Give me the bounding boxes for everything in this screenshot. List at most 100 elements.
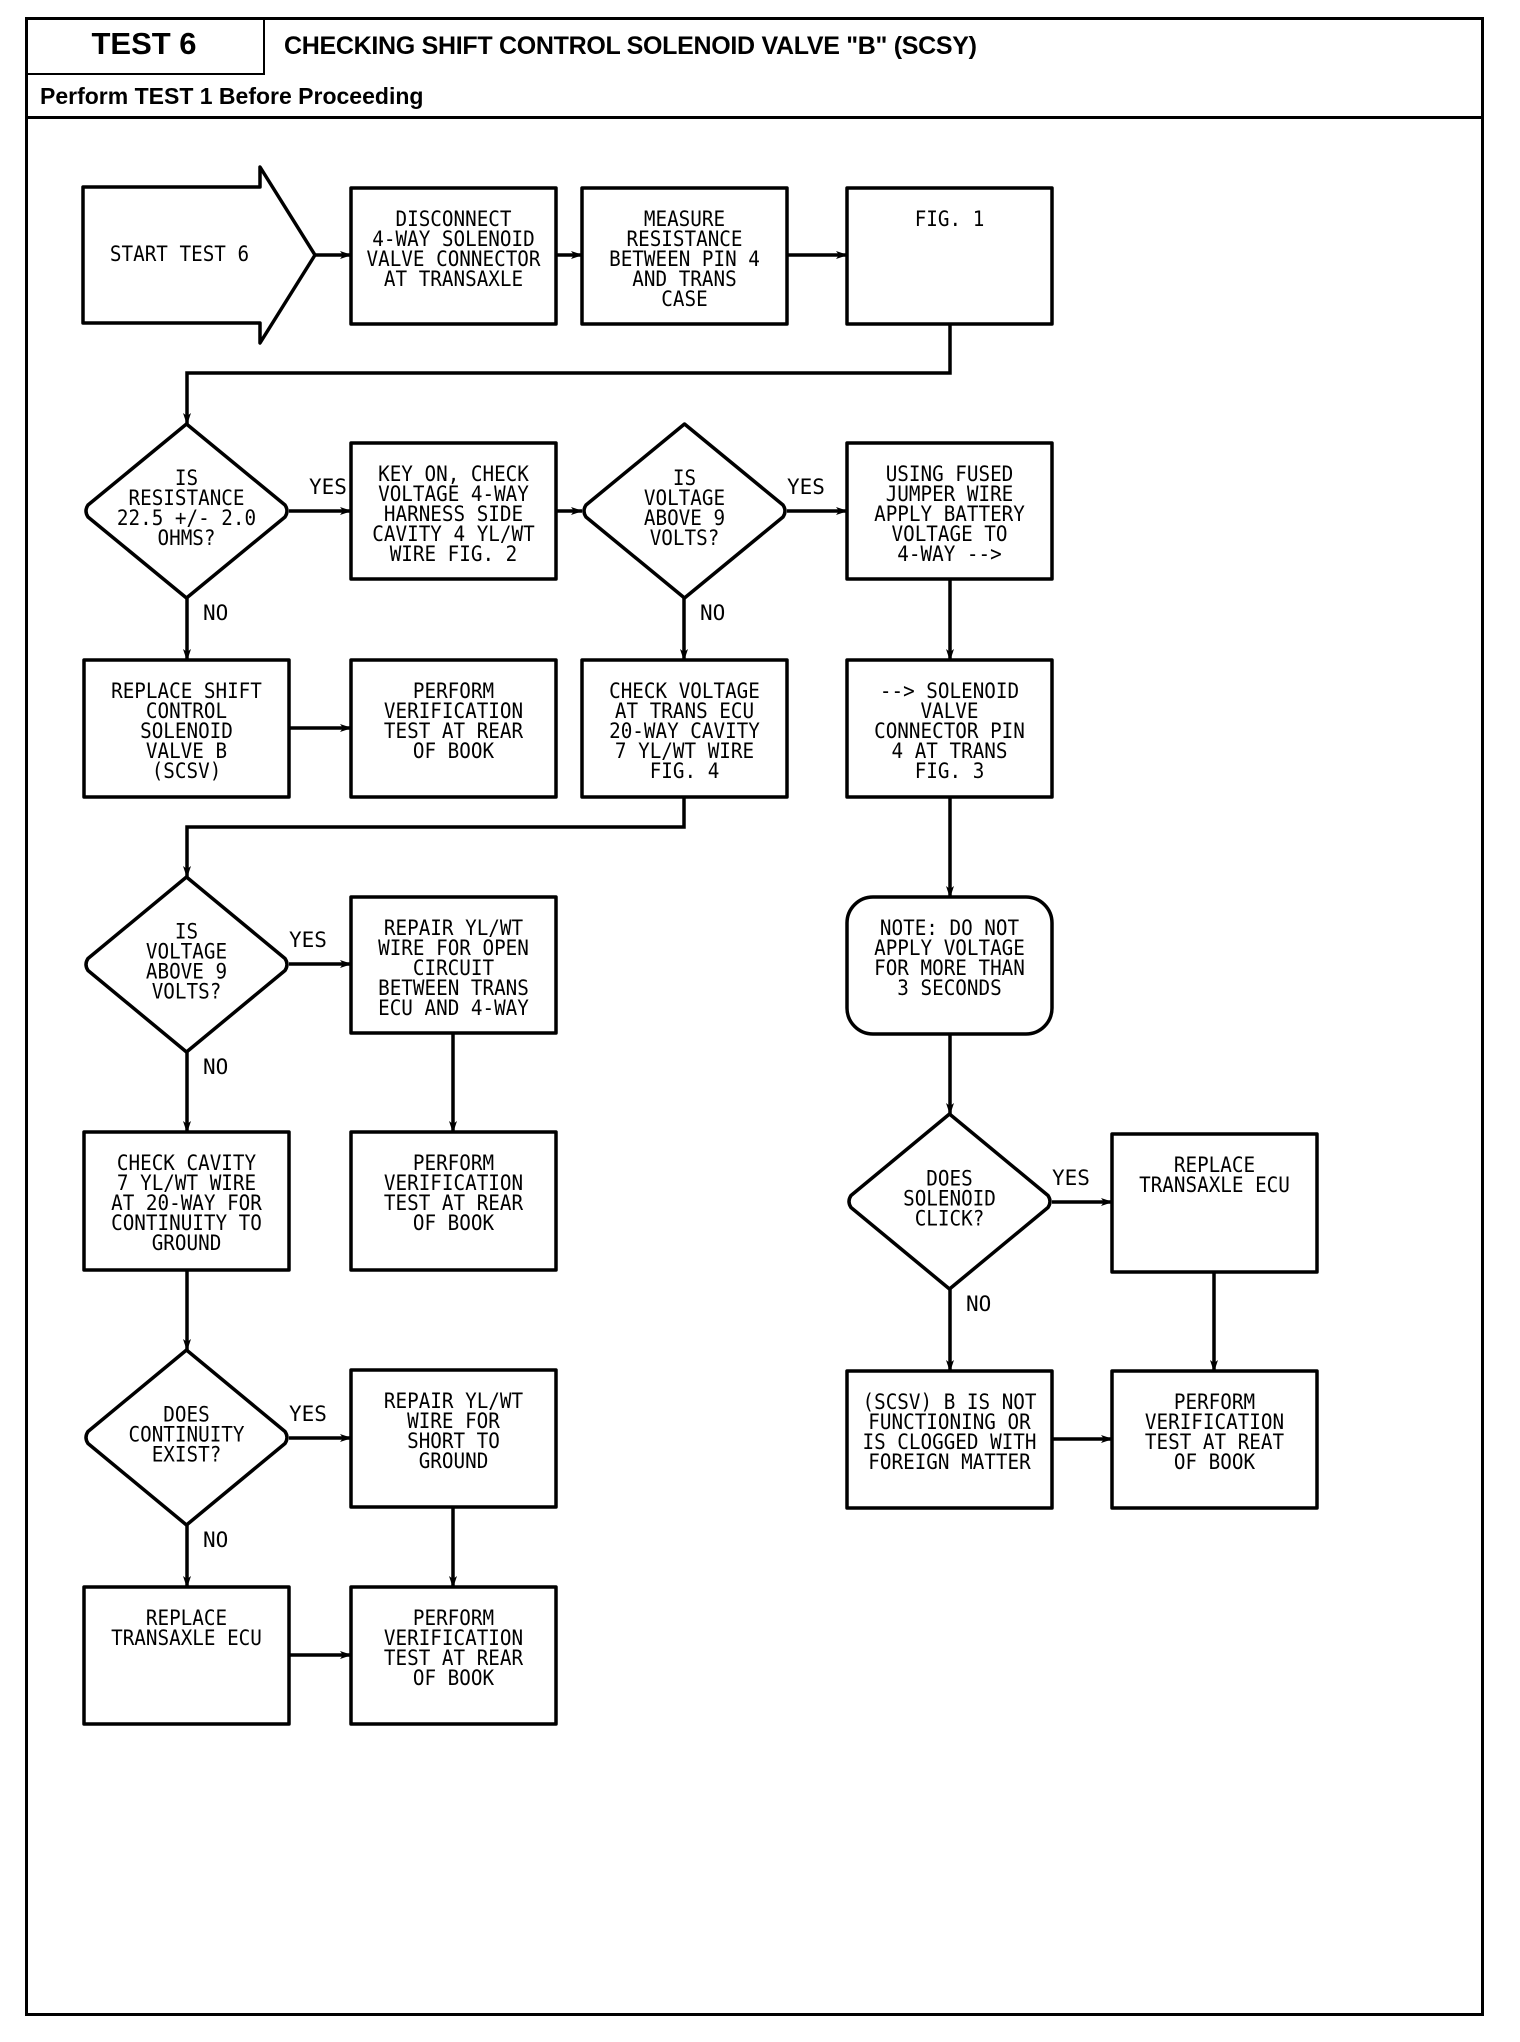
process-box [1110, 1369, 1319, 1510]
node-text-line: IS [175, 466, 198, 490]
process-box [349, 186, 558, 326]
connector-arrow [183, 797, 686, 878]
node-text-line: WIRE FOR OPEN [378, 936, 529, 960]
node-start: START TEST 6 [81, 165, 317, 345]
node-text-line: EXIST? [152, 1443, 222, 1467]
node-text-line: IS [175, 920, 198, 944]
process-box [82, 1585, 291, 1726]
node-text-line: VOLTAGE 4-WAY [378, 482, 529, 506]
node-text-line: SHORT TO [407, 1429, 500, 1453]
node-text-line: 4-WAY SOLENOID [372, 227, 534, 251]
node-text-line: DISCONNECT [396, 207, 512, 231]
process-box [349, 1130, 558, 1272]
node-fig1: FIG. 1 [845, 186, 1054, 326]
no-branch-label: NO [700, 601, 725, 625]
node-text-line: 7 YL/WT WIRE [615, 739, 754, 763]
node-text-line: TEST AT REAR [384, 719, 524, 743]
node-text-line: TEST AT REAR [384, 1646, 524, 1670]
no-branch-label: NO [203, 1528, 228, 1552]
node-text-line: WIRE FIG. 2 [390, 542, 518, 566]
node-text-line: PERFORM [413, 1606, 494, 1630]
decision-diamond [84, 875, 289, 1054]
node-text-line: PERFORM [413, 1151, 494, 1175]
node-text-line: APPLY BATTERY [874, 502, 1025, 526]
node-text-line: CONTINUITY [129, 1423, 245, 1447]
prerequisite-note: Perform TEST 1 Before Proceeding [40, 83, 424, 109]
node-text-line: FIG. 1 [915, 207, 985, 231]
node-text-line: 22.5 +/- 2.0 [117, 506, 256, 530]
header-divider [25, 116, 1484, 119]
node-text-line: FUNCTIONING OR [868, 1410, 1031, 1434]
process-box [580, 658, 789, 799]
yes-branch-label: YES [289, 1402, 327, 1426]
node-text-line: SOLENOID [903, 1187, 996, 1211]
node-text-line: CAVITY 4 YL/WT [372, 522, 535, 546]
node-text-line: VERIFICATION [1145, 1410, 1284, 1434]
node-text-line: PERFORM [413, 679, 494, 703]
process-box [845, 441, 1054, 581]
node-text-line: IS CLOGGED WITH [863, 1430, 1037, 1454]
node-text-line: VALVE B [146, 739, 227, 763]
node-text-line: REPLACE SHIFT [111, 679, 262, 703]
node-text-line: HARNESS SIDE [384, 502, 523, 526]
node-text-line: ABOVE 9 [146, 960, 227, 984]
node-text-line: FOREIGN MATTER [868, 1450, 1031, 1474]
node-text-line: OHMS? [158, 526, 216, 550]
node-text-line: RESISTANCE [627, 227, 743, 251]
node-text-line: IS [673, 466, 696, 490]
node-text-line: VERIFICATION [384, 1626, 523, 1650]
node-text-line: CONNECTOR PIN [874, 719, 1025, 743]
decision-diamond [84, 1348, 289, 1527]
node-text-line: (SCSV) B IS NOT [863, 1390, 1037, 1414]
no-branch-label: NO [966, 1292, 991, 1316]
connector-arrow [183, 324, 952, 425]
node-text-line: TEST AT REAT [1145, 1430, 1285, 1454]
node-text-line: VOLTAGE TO [892, 522, 1008, 546]
node-text-line: CONTROL [146, 699, 227, 723]
node-text-line: FIG. 4 [650, 759, 720, 783]
node-text-line: VERIFICATION [384, 699, 523, 723]
node-text-line: CASE [661, 287, 707, 311]
node-text-line: --> SOLENOID [880, 679, 1019, 703]
node-text-line: START TEST 6 [110, 242, 249, 266]
node-text-line: AT 20-WAY FOR [111, 1191, 262, 1215]
node-text-line: 4 AT TRANS [892, 739, 1008, 763]
node-text-line: PERFORM [1174, 1390, 1255, 1414]
yes-branch-label: YES [1052, 1166, 1090, 1190]
node-text-line: SOLENOID [140, 719, 233, 743]
node-text-line: OF BOOK [413, 1666, 495, 1690]
node-text-line: USING FUSED [886, 462, 1014, 486]
process-box [82, 1130, 291, 1272]
node-text-line: TRANSAXLE ECU [1139, 1173, 1290, 1197]
process-box [845, 658, 1054, 799]
node-text-line: JUMPER WIRE [886, 482, 1014, 506]
node-text-line: APPLY VOLTAGE [874, 936, 1025, 960]
node-text-line: REPAIR YL/WT [384, 916, 524, 940]
process-box [82, 658, 291, 799]
node-text-line: GROUND [152, 1231, 222, 1255]
node-text-line: AND TRANS [632, 267, 736, 291]
node-text-line: 20-WAY CAVITY [609, 719, 760, 743]
decision-diamond [582, 422, 787, 600]
test-number-cell: TEST 6 [25, 17, 265, 75]
no-branch-label: NO [203, 601, 228, 625]
node-text-line: BETWEEN TRANS [378, 976, 529, 1000]
yes-branch-label: YES [309, 475, 347, 499]
yes-branch-label: YES [787, 475, 825, 499]
node-text-line: CHECK CAVITY [117, 1151, 257, 1175]
node-text-line: VALVE CONNECTOR [367, 247, 541, 271]
node-text-line: FIG. 3 [915, 759, 985, 783]
